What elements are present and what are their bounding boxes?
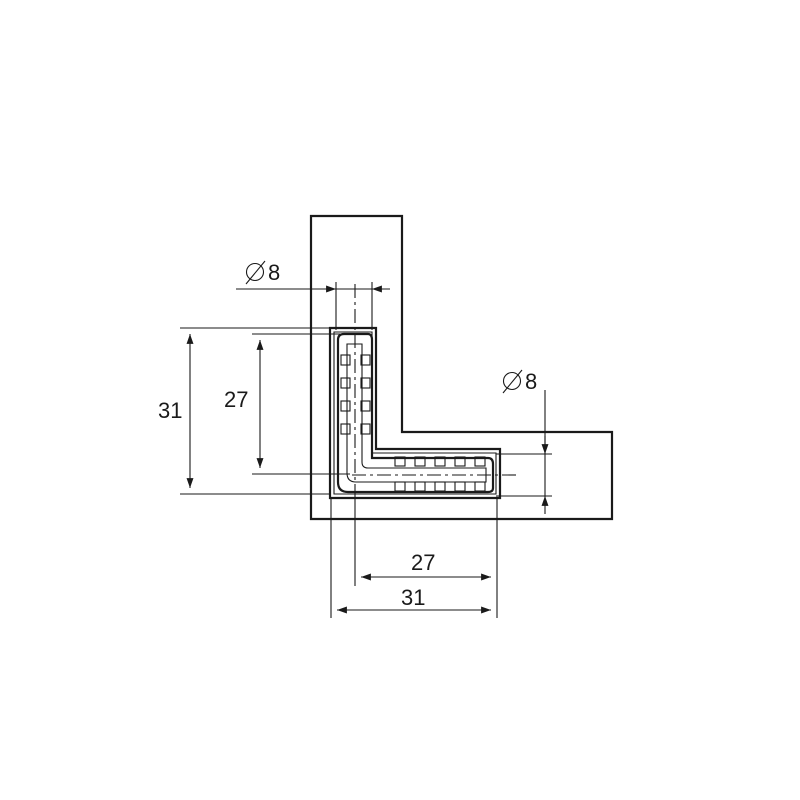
dimension-vertical-outer: 31 <box>158 327 330 495</box>
dimension-label-horizontal-outer: 31 <box>401 585 425 610</box>
connector-body <box>336 332 495 494</box>
connector-pocket <box>328 326 502 500</box>
rib-slots-vertical <box>340 354 371 435</box>
dimension-horizontal-outer: 31 <box>330 498 498 618</box>
dimension-diameter-top: 8 <box>236 260 390 330</box>
rib-slots-horizontal <box>394 456 486 492</box>
diameter-symbol-icon <box>502 369 523 394</box>
pocket-inner-line <box>333 331 497 495</box>
dimension-diameter-right: 8 <box>496 369 552 514</box>
dimension-vertical-inner: 27 <box>224 333 350 475</box>
dimension-label-diameter-top: 8 <box>268 260 280 285</box>
diameter-symbol-icon <box>245 260 266 285</box>
dimension-label-diameter-right: 8 <box>525 369 537 394</box>
dimension-label-horizontal-inner: 27 <box>411 550 435 575</box>
dimension-label-vertical-inner: 27 <box>224 387 248 412</box>
panel-section-hatched <box>309 214 614 521</box>
dimension-label-vertical-outer: 31 <box>158 398 182 423</box>
connector-channel <box>346 343 487 483</box>
dimension-horizontal-inner: 27 <box>354 490 498 586</box>
